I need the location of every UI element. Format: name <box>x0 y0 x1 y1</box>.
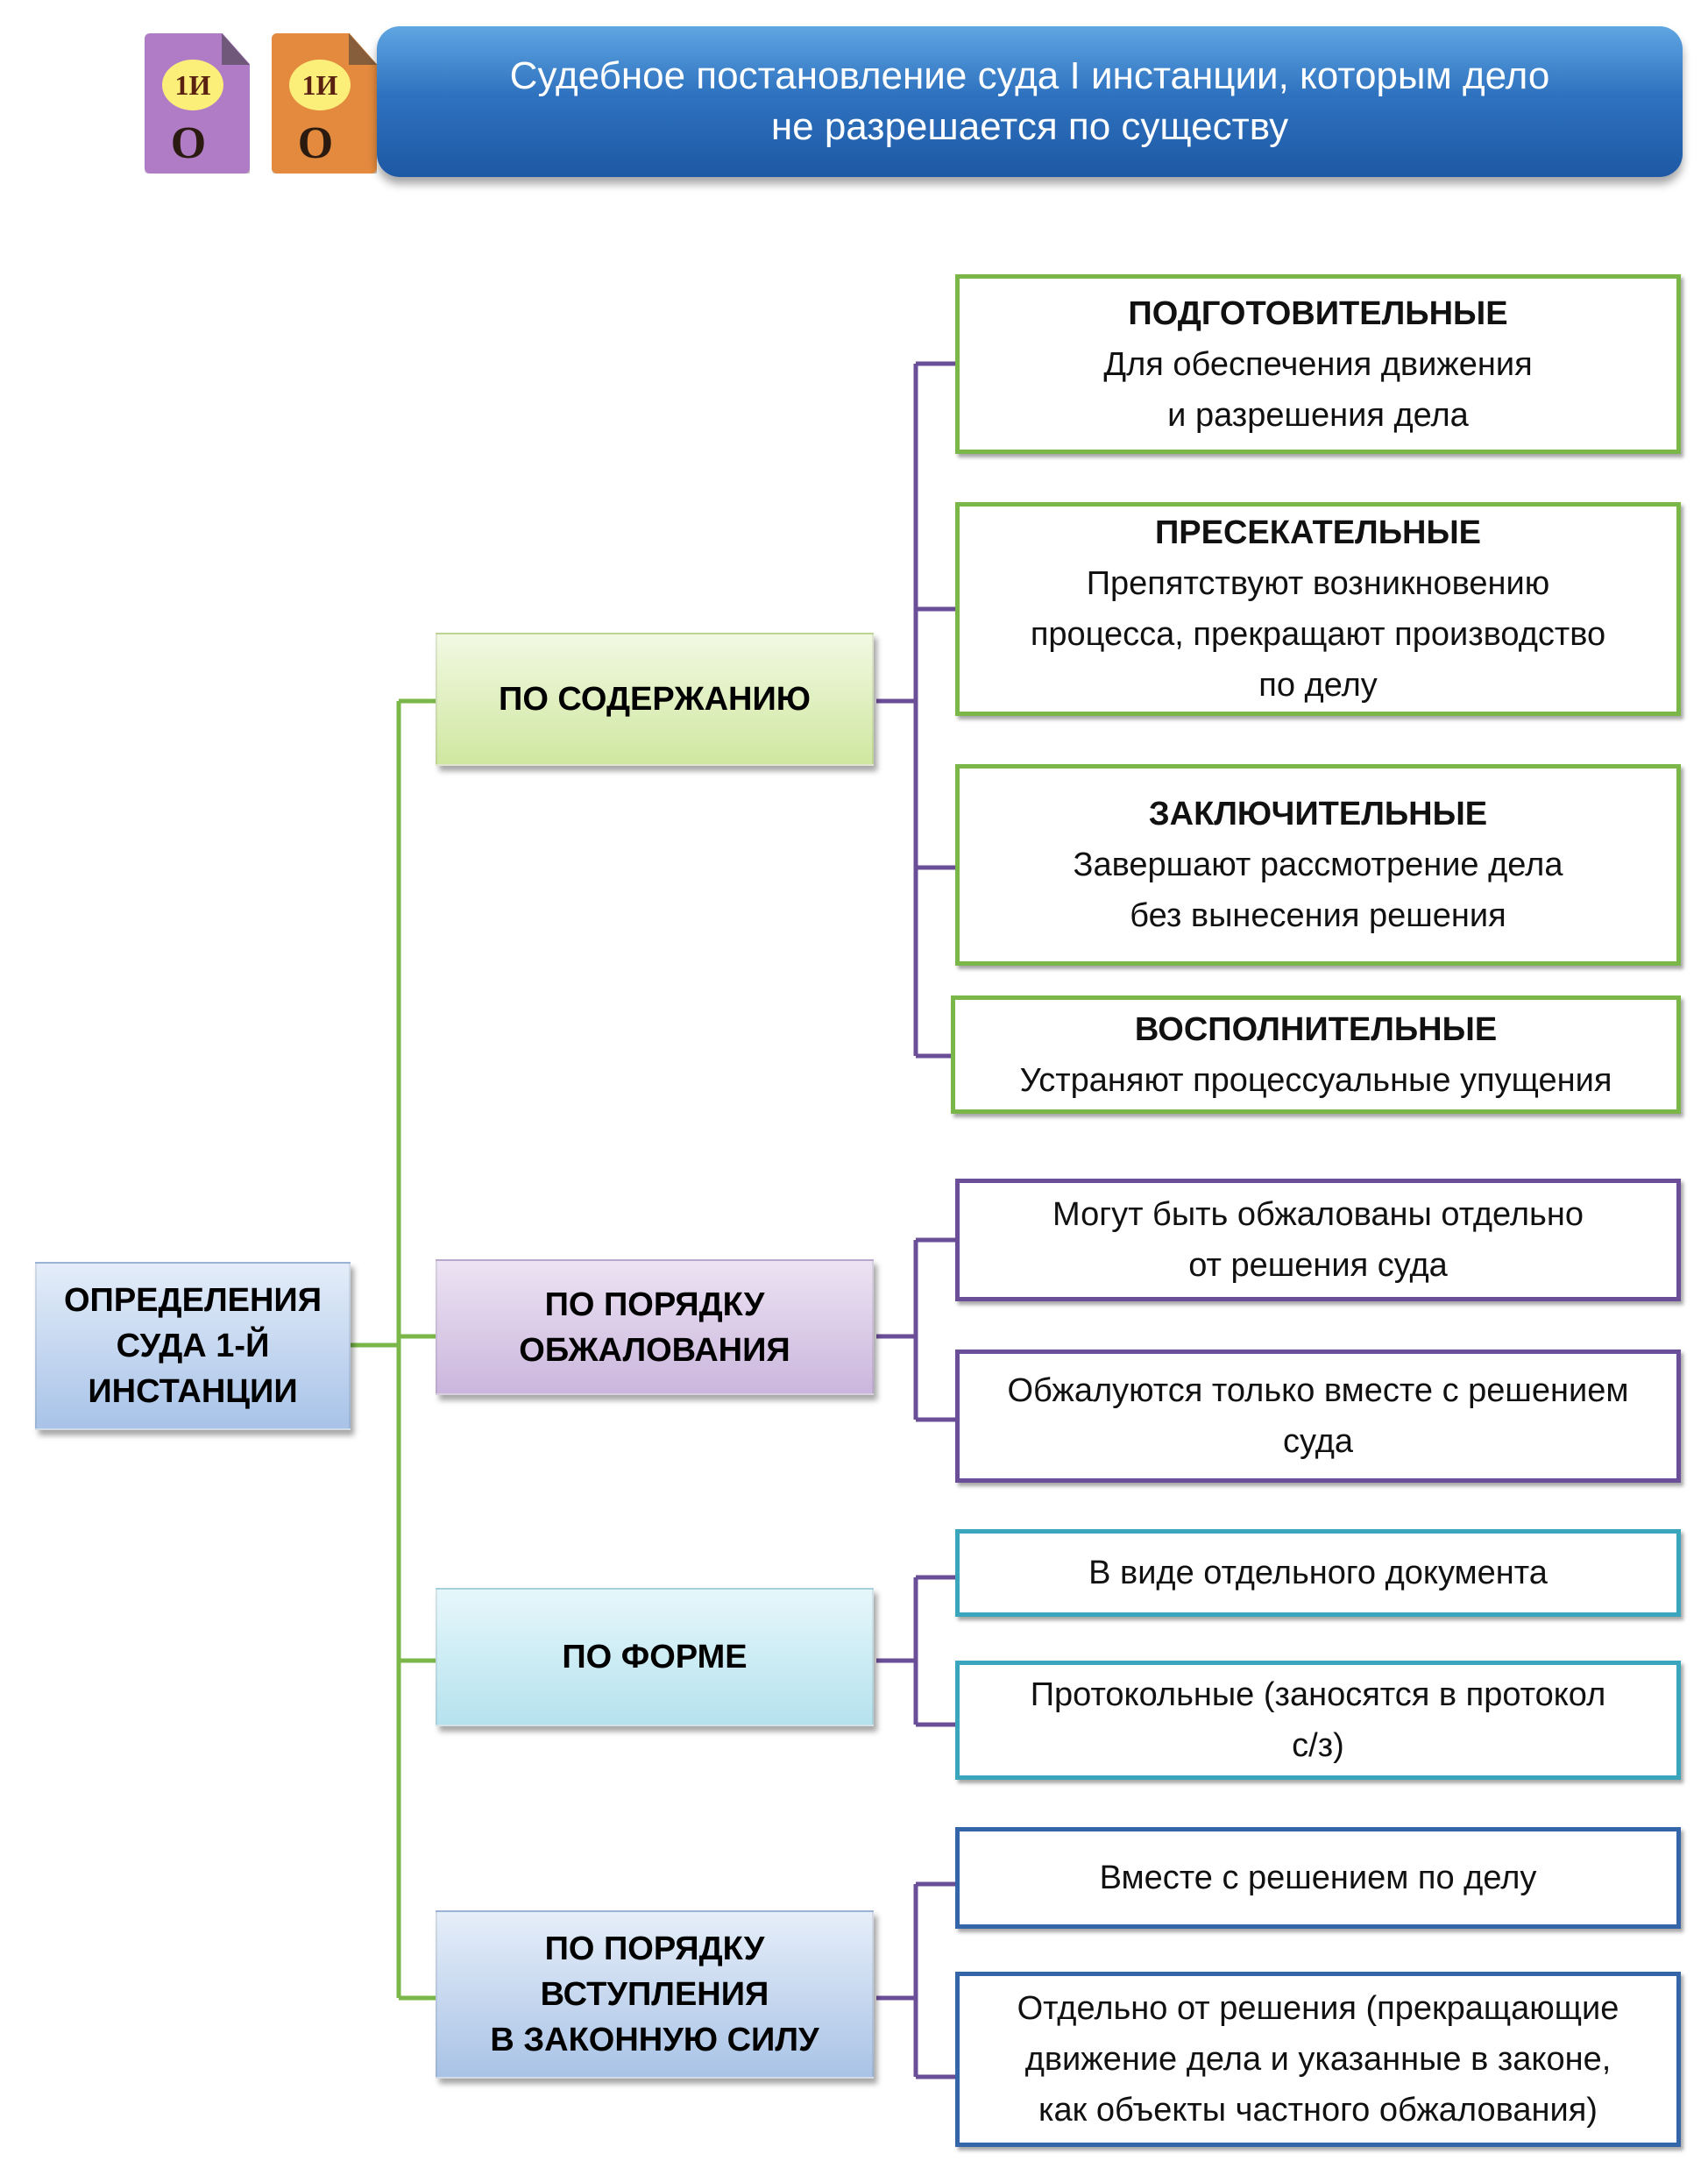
group-label: В ЗАКОННУЮ СИЛУ <box>490 2022 819 2058</box>
leaf-text: Обжалуются только вместе с решением <box>1007 1372 1629 1409</box>
leaf-text: Препятствуют возникновению <box>1086 565 1550 602</box>
leaf-title: ЗАКЛЮЧИТЕЛЬНЫЕ <box>1148 796 1488 832</box>
root-line: ИНСТАНЦИИ <box>88 1373 298 1410</box>
leaf-text: Вместе с решением по делу <box>1099 1860 1537 1896</box>
leaf-text: как объекты частного обжалования) <box>1038 2092 1598 2129</box>
leaf-text: Устраняют процессуальные упущения <box>1019 1061 1612 1099</box>
icon-badge: 1И <box>289 60 351 110</box>
icon-letter: О <box>170 118 207 168</box>
leaf-title: ПОДГОТОВИТЕЛЬНЫЕ <box>1128 294 1508 332</box>
leaf-text: процесса, прекращают производство <box>1030 616 1606 653</box>
page-title: Судебное постановление суда I инстанции,… <box>377 26 1683 177</box>
root-line: СУДА 1-Й <box>116 1328 270 1364</box>
leaf-separately-from-decision: Отдельно от решения (прекращающие движен… <box>955 1972 1681 2147</box>
document-icon: 1И О <box>145 33 250 174</box>
leaf-text: Для обеспечения движения <box>1103 345 1533 383</box>
group-force-node: ПО ПОРЯДКУ ВСТУПЛЕНИЯ В ЗАКОННУЮ СИЛУ <box>436 1910 874 2079</box>
leaf-preparatory: ПОДГОТОВИТЕЛЬНЫЕ Для обеспечения движени… <box>955 274 1681 454</box>
leaf-preventive: ПРЕСЕКАТЕЛЬНЫЕ Препятствуют возникновени… <box>955 502 1681 716</box>
document-icon: 1И О <box>272 33 377 174</box>
group-label: ОБЖАЛОВАНИЯ <box>519 1331 790 1369</box>
leaf-protocol: Протокольные (заносятся в протокол с/з) <box>955 1661 1681 1780</box>
leaf-text: движение дела и указанные в законе, <box>1024 2041 1612 2078</box>
leaf-text: Протокольные (заносятся в протокол <box>1030 1676 1606 1713</box>
leaf-with-decision: Вместе с решением по делу <box>955 1827 1681 1929</box>
leaf-text: и разрешения дела <box>1167 396 1469 434</box>
group-form-node: ПО ФОРМЕ <box>436 1588 874 1726</box>
title-line: Судебное постановление суда I инстанции,… <box>509 54 1550 97</box>
group-label: ПО ПОРЯДКУ <box>544 1286 765 1323</box>
root-line: ОПРЕДЕЛЕНИЯ <box>63 1282 322 1319</box>
leaf-text: по делу <box>1258 667 1378 704</box>
leaf-text: В виде отдельного документа <box>1088 1555 1548 1591</box>
group-label: ПО СОДЕРЖАНИЮ <box>499 681 811 718</box>
icon-badge: 1И <box>162 60 223 110</box>
leaf-appeal-separately: Могут быть обжалованы отдельно от решени… <box>955 1179 1681 1301</box>
group-label: ВСТУПЛЕНИЯ <box>540 1976 769 2013</box>
leaf-text: Отдельно от решения (прекращающие <box>1017 1990 1619 2027</box>
leaf-text: суда <box>1282 1423 1354 1460</box>
group-appeal-node: ПО ПОРЯДКУ ОБЖАЛОВАНИЯ <box>436 1259 874 1395</box>
icon-letter: О <box>297 118 334 168</box>
root-node: ОПРЕДЕЛЕНИЯ СУДА 1-Й ИНСТАНЦИИ <box>35 1262 351 1430</box>
leaf-text: Завершают рассмотрение дела <box>1073 847 1563 883</box>
leaf-text: без вынесения решения <box>1130 897 1506 934</box>
title-line: не разрешается по существу <box>770 105 1289 148</box>
leaf-title: ПРЕСЕКАТЕЛЬНЫЕ <box>1154 514 1482 551</box>
leaf-title: ВОСПОЛНИТЕЛЬНЫЕ <box>1134 1010 1498 1048</box>
leaf-final: ЗАКЛЮЧИТЕЛЬНЫЕ Завершают рассмотрение де… <box>955 764 1681 966</box>
leaf-supplementary: ВОСПОЛНИТЕЛЬНЫЕ Устраняют процессуальные… <box>951 995 1681 1114</box>
leaf-separate-document: В виде отдельного документа <box>955 1529 1681 1617</box>
leaf-text: Могут быть обжалованы отдельно <box>1052 1196 1584 1233</box>
group-label: ПО ФОРМЕ <box>562 1639 748 1675</box>
group-label: ПО ПОРЯДКУ <box>544 1931 765 1967</box>
leaf-appeal-with-decision: Обжалуются только вместе с решением суда <box>955 1350 1681 1483</box>
group-content-node: ПО СОДЕРЖАНИЮ <box>436 633 874 766</box>
leaf-text: от решения суда <box>1188 1247 1448 1284</box>
leaf-text: с/з) <box>1292 1727 1344 1764</box>
